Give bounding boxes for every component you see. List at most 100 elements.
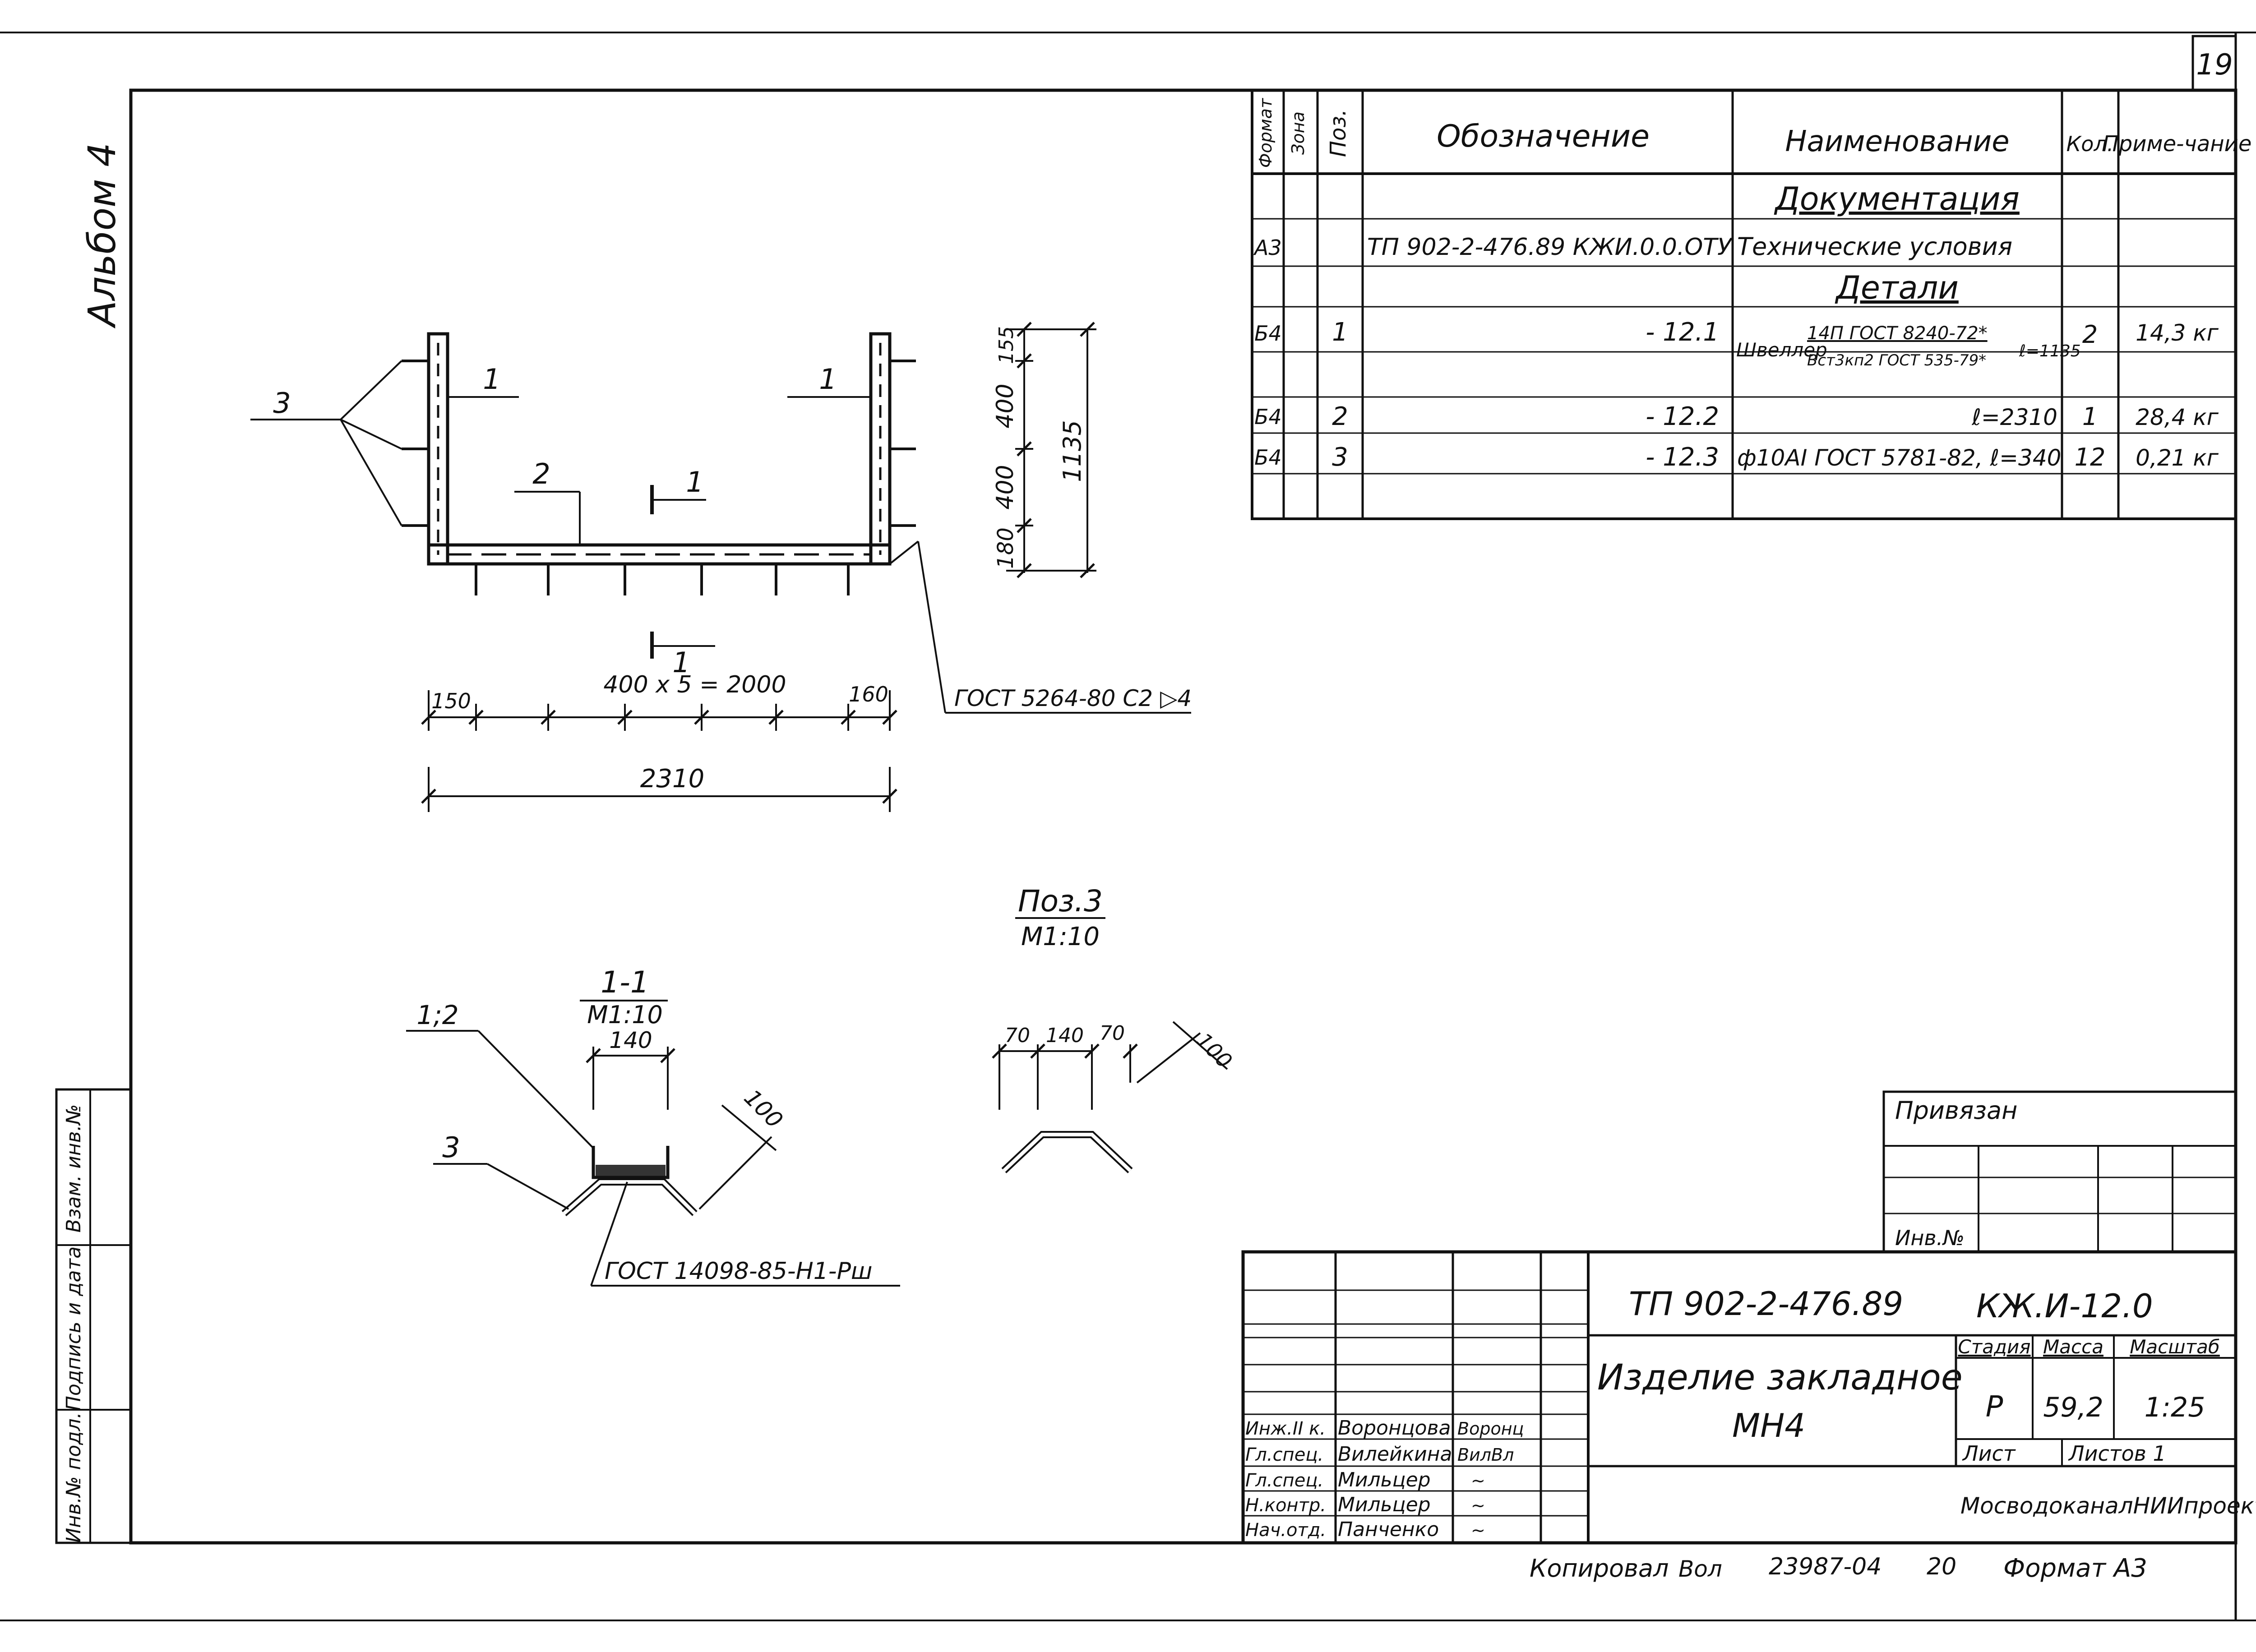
dim-h-chain: 400 x 5 = 2000 — [603, 671, 786, 698]
staff-name-5: Панченко — [1338, 1518, 1439, 1541]
staff-name-3: Мильцер — [1338, 1468, 1431, 1491]
row3-name: ф10АI ГОСТ 5781-82, ℓ=340 — [1737, 445, 2061, 471]
row1-format: Б4 — [1254, 321, 1282, 346]
sign-date-label: Подпись и дата — [62, 1246, 85, 1411]
dim-v-155: 155 — [995, 326, 1018, 364]
left-strip: Взам. инв.№ Подпись и дата Инв.№ подл. — [55, 1088, 132, 1544]
row2-designation: - 12.2 — [1646, 402, 1719, 431]
section-title: 1-1 — [601, 965, 649, 1000]
dim-h-150: 150 — [431, 689, 471, 713]
staff-role-2: Гл.спец. — [1245, 1444, 1323, 1465]
doc-row-designation: ТП 902-2-476.89 КЖИ.0.0.ОТУ — [1367, 234, 1733, 261]
tb-scale: 1:25 — [2145, 1392, 2205, 1423]
tb-stage: Р — [1986, 1390, 2003, 1424]
dim-v-180: 180 — [993, 527, 1018, 569]
weld-note-main: ГОСТ 5264-80 С2 ▷4 — [954, 685, 1192, 711]
col-note-header: Приме-чание — [2103, 131, 2252, 157]
tb-sheets-label: Листов 1 — [2068, 1441, 2166, 1466]
staff-role-1: Инж.II к. — [1245, 1418, 1326, 1439]
staff-role-3: Гл.спец. — [1245, 1470, 1323, 1491]
tb-project-code: ТП 902-2-476.89 — [1629, 1285, 1903, 1323]
staff-list: Инж.II к. Воронцова Воронц Гл.спец. Виле… — [1245, 1417, 1524, 1541]
col-qty-header: Кол. — [2066, 132, 2114, 156]
tb-stage-label: Стадия — [1958, 1336, 2030, 1358]
tb-sheet-code: КЖ.И-12.0 — [1976, 1287, 2153, 1325]
copied-by: Копировал — [1530, 1554, 1669, 1583]
row3-note: 0,21 кг — [2136, 445, 2219, 471]
row3-format: Б4 — [1254, 445, 1282, 470]
staff-role-5: Нач.отд. — [1245, 1520, 1326, 1541]
staff-sign-1: Воронц — [1457, 1419, 1524, 1439]
tb-sheet-label: Лист — [1962, 1441, 2016, 1466]
sheet-index: 20 — [1927, 1553, 1956, 1580]
col-zone-header: Зона — [1288, 111, 1308, 155]
row2-qty: 1 — [2082, 402, 2098, 431]
row1-name-prefix: Швеллер — [1736, 339, 1827, 361]
section-1-1-drawing — [406, 1000, 900, 1287]
main-pos-label-1-right: 1 — [819, 363, 837, 396]
row1-name-bottom: Вст3кп2 ГОСТ 535-79* — [1807, 351, 1986, 369]
row1-qty: 2 — [2082, 320, 2098, 349]
staff-name-2: Вилейкина — [1338, 1443, 1452, 1466]
row3-qty: 12 — [2075, 443, 2106, 471]
row1-designation: - 12.1 — [1646, 318, 1719, 347]
pos3-dim-140: 140 — [1046, 1024, 1084, 1047]
col-pos-header: Поз. — [1326, 109, 1351, 157]
album-label: Альбом 4 — [80, 143, 124, 328]
pos3-detail-drawing — [992, 917, 1228, 1173]
staff-name-1: Воронцова — [1338, 1417, 1451, 1440]
row2-name: ℓ=2310 — [1971, 404, 2057, 430]
doc-row-name: Технические условия — [1737, 232, 2012, 261]
staff-sign-3: ~ — [1471, 1471, 1485, 1490]
section-dim-140: 140 — [609, 1027, 652, 1053]
format-label: Формат А3 — [2003, 1554, 2147, 1583]
row3-pos: 3 — [1332, 443, 1348, 472]
row1-name-top: 14П ГОСТ 8240-72* — [1807, 323, 1988, 344]
staff-sign-5: ~ — [1471, 1520, 1485, 1540]
section-label-3: 3 — [442, 1131, 460, 1164]
staff-sign-4: ~ — [1471, 1495, 1485, 1515]
main-view-drawing — [250, 322, 1191, 812]
weld-note-section: ГОСТ 14098-85-Н1-Рш — [605, 1258, 873, 1285]
section-documentation: Документация — [1774, 180, 2020, 217]
tb-org: МосводоканалНИИпроект — [1960, 1493, 2256, 1519]
main-pos-label-1-left: 1 — [483, 363, 500, 396]
title-block — [1241, 1250, 2238, 1545]
doc-row-format: А3 — [1253, 235, 1282, 260]
col-name-header: Наименование — [1785, 125, 2009, 158]
staff-name-4: Мильцер — [1338, 1493, 1431, 1516]
spec-table — [1251, 89, 2237, 520]
staff-sign-2: ВилВл — [1457, 1445, 1514, 1465]
tb-title-line1: Изделие закладное — [1597, 1357, 1963, 1398]
col-format-header: Формат — [1256, 97, 1276, 168]
dim-h-2310: 2310 — [640, 764, 705, 794]
section-mark-bottom: 1 — [672, 646, 690, 679]
table-row: Б4 1 - 12.1 Швеллер 14П ГОСТ 8240-72* Вс… — [1254, 318, 2219, 369]
replace-inv-label: Взам. инв.№ — [62, 1104, 85, 1233]
inv-orig-label: Инв.№ подл. — [62, 1412, 85, 1543]
pos3-title: Поз.3 — [1018, 884, 1103, 918]
tb-title-line2: МН4 — [1732, 1407, 1805, 1444]
pos3-dim-70-right: 70 — [1100, 1022, 1125, 1045]
doc-number: 23987-04 — [1769, 1553, 1882, 1580]
tb-scale-label: Масштаб — [2130, 1336, 2220, 1358]
dim-h-160: 160 — [849, 682, 888, 706]
pos3-dim-70-left: 70 — [1005, 1024, 1030, 1047]
binding-label: Привязан — [1895, 1096, 2017, 1125]
binding-inv: Инв.№ — [1895, 1226, 1965, 1250]
row2-note: 28,4 кг — [2136, 404, 2219, 430]
row1-pos: 1 — [1332, 318, 1348, 347]
main-pos-label-2: 2 — [532, 457, 550, 490]
row2-pos: 2 — [1332, 402, 1348, 431]
tb-mass-label: Масса — [2043, 1336, 2103, 1358]
dim-v-1135: 1135 — [1058, 420, 1086, 482]
drawing-frame — [129, 88, 2238, 1545]
dim-v-400-bottom: 400 — [992, 465, 1019, 509]
section-mark-top: 1 — [686, 466, 703, 498]
section-label-1-2: 1;2 — [416, 1000, 458, 1030]
row3-designation: - 12.3 — [1646, 443, 1719, 472]
table-row: Б4 3 - 12.3 ф10АI ГОСТ 5781-82, ℓ=340 12… — [1254, 443, 2219, 472]
row2-format: Б4 — [1254, 405, 1282, 429]
copied-sign: Вол — [1678, 1556, 1722, 1582]
